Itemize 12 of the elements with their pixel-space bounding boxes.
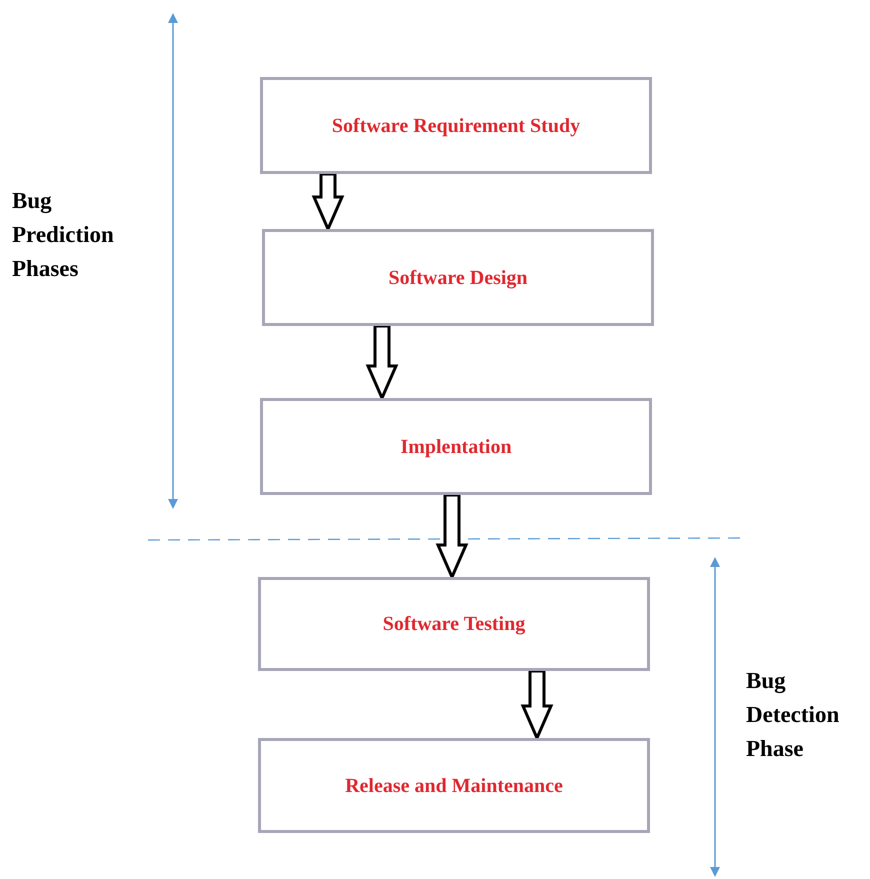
box-label: Software Testing [382,612,526,637]
box-label: Implentation [400,434,512,460]
process-box [262,229,654,326]
process-box [258,738,650,833]
box-label: Software Design [388,266,528,290]
phase-label: Bug Detection Phase [746,667,840,763]
box-label: Software Requirement Study [332,114,580,138]
phase-label: Bug Prediction Phases [12,187,115,283]
box-label: Release and Maintenance [345,774,563,798]
process-box [258,577,650,671]
process-box [260,398,652,495]
process-box [260,77,652,174]
